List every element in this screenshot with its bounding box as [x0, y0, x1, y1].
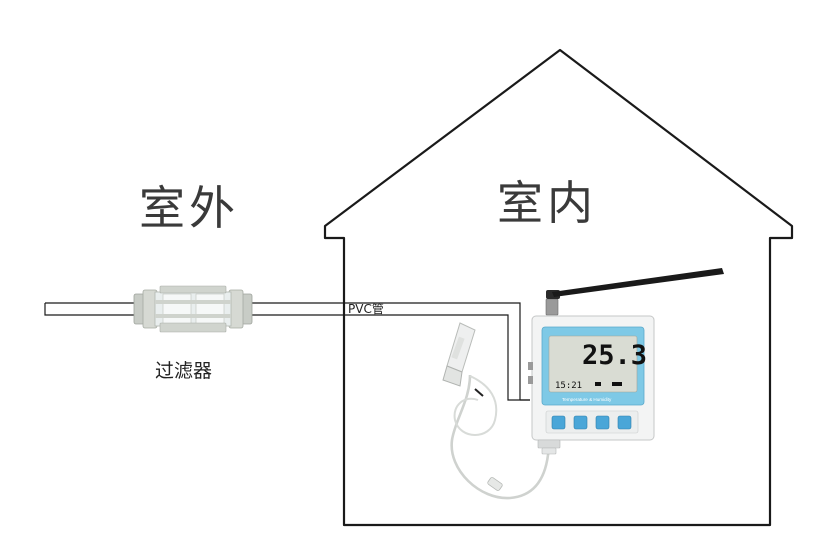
filter-label: 过滤器: [155, 360, 212, 382]
pipe-label: PVC管: [348, 301, 384, 316]
house-outline: [323, 48, 794, 527]
cable-connector: [487, 477, 503, 491]
device-button-1[interactable]: [551, 415, 566, 430]
device-button-4[interactable]: [617, 415, 632, 430]
sensor-probe: [442, 322, 476, 387]
indoor-label: 室内: [497, 176, 597, 230]
device-subtitle: Temperature & Humidity: [562, 397, 612, 402]
cable-tie: [474, 388, 484, 397]
filter-image: [133, 285, 253, 333]
lcd-time: 15:21: [555, 381, 582, 391]
antenna: [545, 268, 724, 316]
pvc-pipe: [44, 302, 530, 401]
lcd-reading: 25.3: [582, 340, 647, 371]
outdoor-label: 室外: [139, 181, 239, 235]
device-button-2[interactable]: [573, 415, 588, 430]
device-button-3[interactable]: [595, 415, 610, 430]
data-logger-device: 25.3 15:21 Temperature & Humidity: [528, 315, 655, 455]
